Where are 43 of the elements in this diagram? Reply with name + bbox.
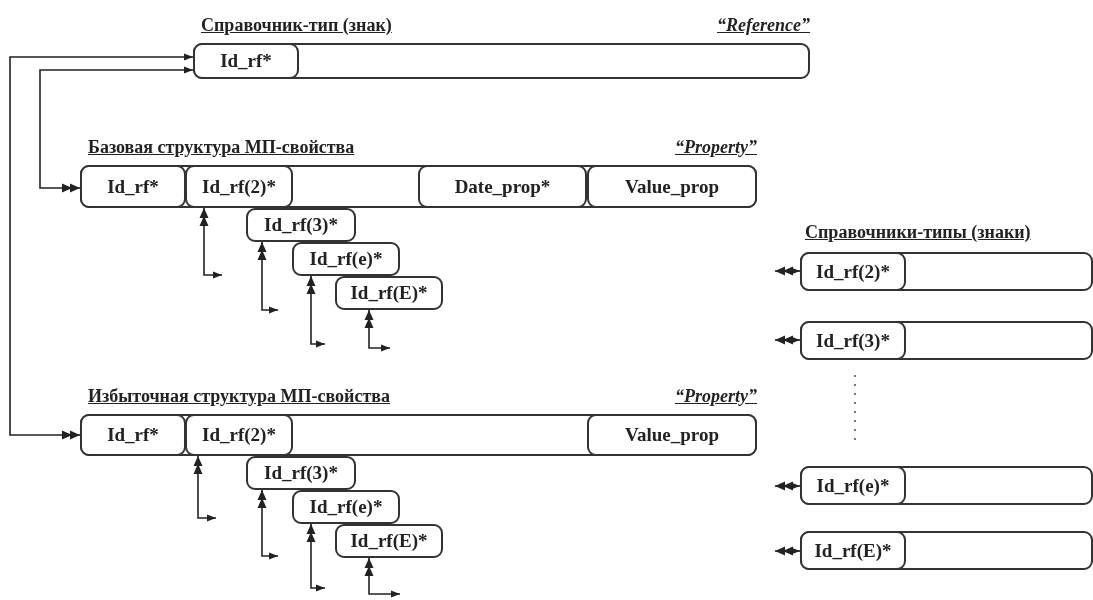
record-frame xyxy=(800,252,1093,291)
record-frame xyxy=(800,321,1093,360)
arrow xyxy=(193,455,217,522)
field-cell: Id_rf(2)* xyxy=(185,414,293,456)
record-frame xyxy=(800,531,1093,570)
record-frame xyxy=(800,466,1093,505)
arrow xyxy=(39,66,194,193)
field-cell: Id_rf(3)* xyxy=(246,456,356,490)
field-cell: Value_prop xyxy=(587,414,757,456)
structure-heading: Базовая структура МП-свойства xyxy=(88,137,355,158)
arrow xyxy=(774,481,801,491)
arrow xyxy=(774,266,801,276)
arrow xyxy=(364,557,401,598)
field-cell: Id_rf(E)* xyxy=(335,276,443,310)
group-heading: Справочники-типы (знаки) xyxy=(805,222,1031,243)
arrow xyxy=(306,275,326,348)
type-name: “Property” xyxy=(675,137,757,158)
field-cell: Id_rf(3)* xyxy=(246,208,356,242)
field-cell: Id_rf* xyxy=(80,414,186,456)
field-cell: Value_prop xyxy=(587,165,757,208)
field-cell: Id_rf(2)* xyxy=(185,165,293,208)
arrow xyxy=(257,241,279,314)
arrow xyxy=(774,335,801,345)
arrow xyxy=(774,546,801,556)
arrow xyxy=(364,309,391,352)
structure-heading: Справочник-тип (знак) xyxy=(201,15,392,36)
field-cell: Id_rf* xyxy=(80,165,186,208)
field-cell: Date_prop* xyxy=(418,165,587,208)
type-name: “Property” xyxy=(675,386,757,407)
field-cell: Id_rf(3)* xyxy=(800,321,906,360)
field-cell: Id_rf(2)* xyxy=(800,252,906,291)
arrow xyxy=(306,523,326,592)
field-cell: Id_rf(e)* xyxy=(800,466,906,505)
field-cell: Id_rf(E)* xyxy=(800,531,906,570)
type-name: “Reference” xyxy=(717,15,810,36)
arrow xyxy=(9,53,194,440)
field-cell: Id_rf(e)* xyxy=(292,242,400,276)
field-cell: Id_rf(e)* xyxy=(292,490,400,524)
field-cell: Id_rf* xyxy=(193,43,299,79)
structure-heading: Избыточная структура МП-свойства xyxy=(88,386,390,407)
field-cell: Id_rf(E)* xyxy=(335,524,443,558)
arrow xyxy=(199,207,223,279)
arrow xyxy=(257,489,279,560)
